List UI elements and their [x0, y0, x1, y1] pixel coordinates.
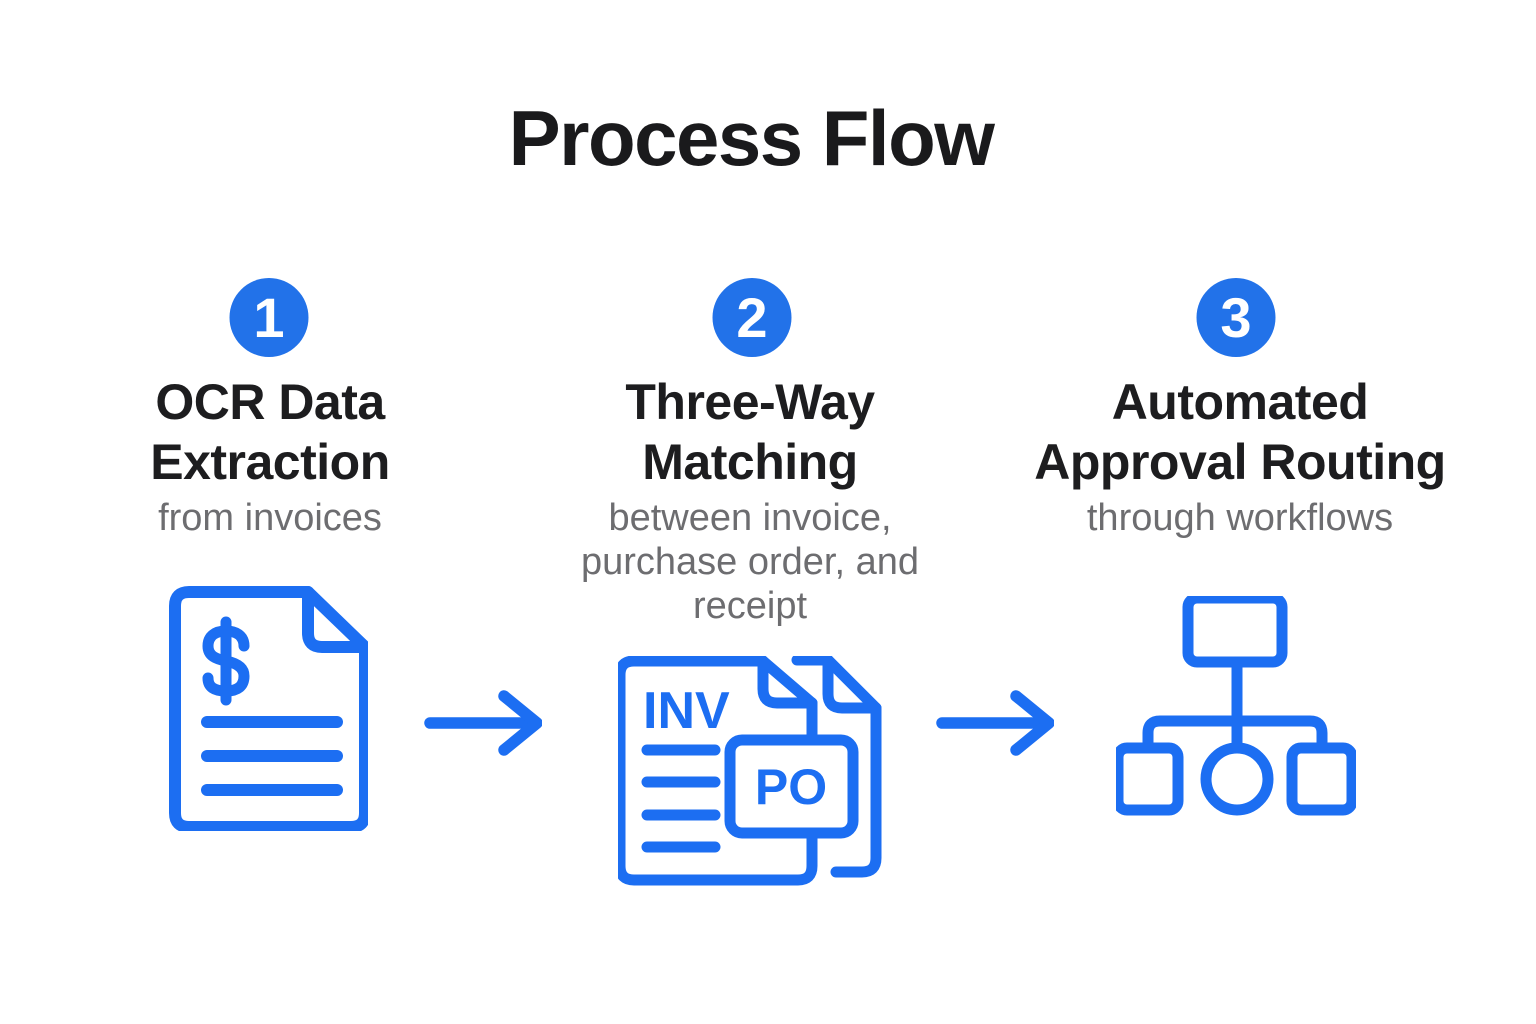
step-1-title: OCR Data Extraction	[150, 374, 390, 490]
step-1-number-badge: 1	[229, 278, 309, 357]
step-3-subtitle: through workflows	[1086, 497, 1394, 539]
step-3-number-badge: 3	[1196, 278, 1276, 357]
approval-workflow-hierarchy-icon	[1116, 596, 1356, 816]
invoice-po-documents-icon: INV PO	[618, 656, 882, 886]
arrow-right-icon	[424, 690, 542, 756]
step-3-title: Automated Approval Routing	[1034, 374, 1446, 490]
page-title: Process Flow	[508, 94, 995, 182]
step-2-number-badge: 2	[712, 278, 792, 357]
invoice-label-text: INV	[643, 682, 730, 740]
step-3-number: 3	[1220, 286, 1252, 349]
step-1-number: 1	[253, 286, 285, 349]
arrow-right-icon	[936, 690, 1054, 756]
po-label-text: PO	[755, 759, 827, 815]
step-1-subtitle: from invoices	[158, 497, 382, 539]
step-2-number: 2	[736, 286, 768, 349]
step-2-title: Three-Way Matching	[625, 374, 875, 490]
invoice-dollar-document-icon	[169, 586, 368, 831]
step-2-subtitle: between invoice, purchase order, and rec…	[580, 497, 919, 627]
